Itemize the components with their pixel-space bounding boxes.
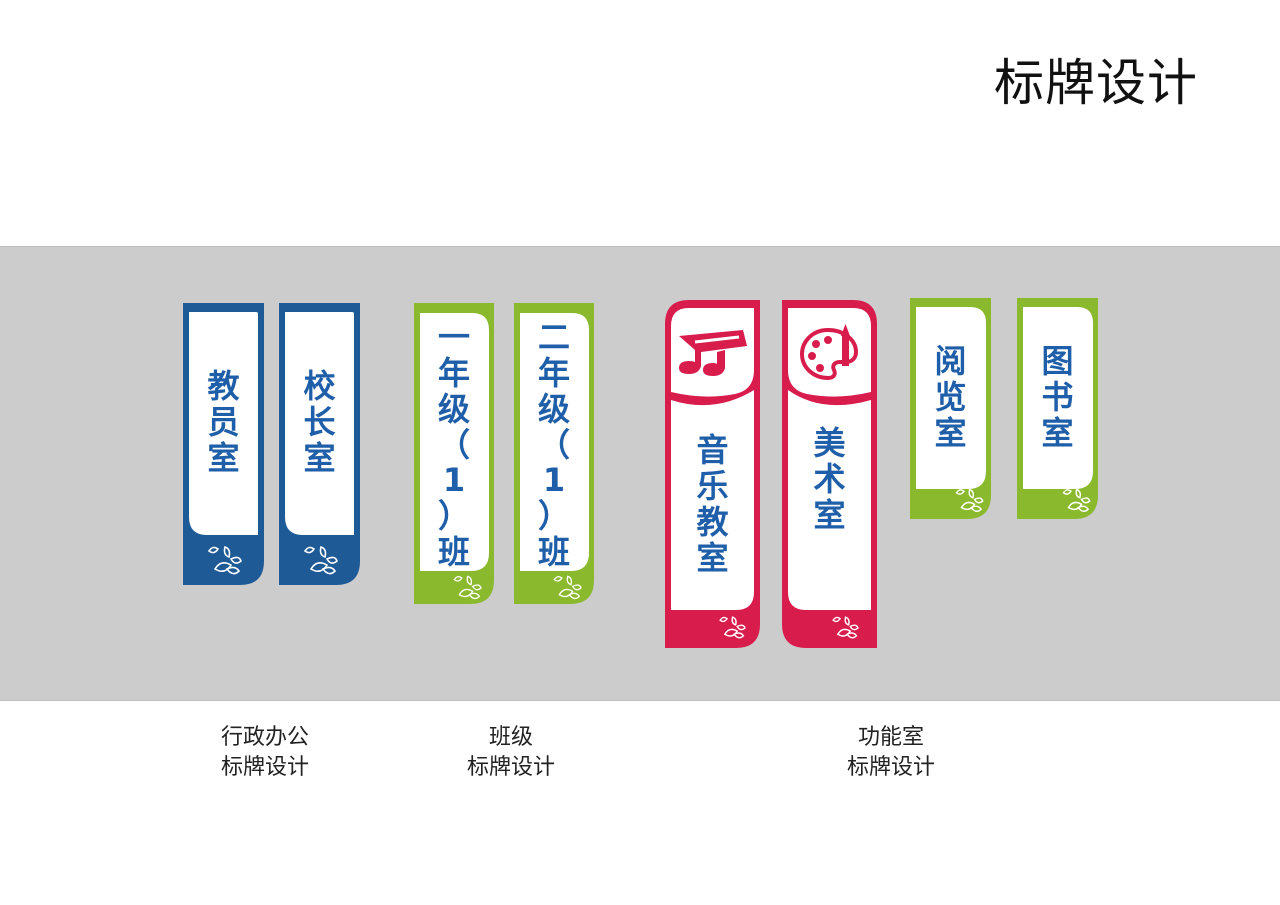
- sign-frame: [183, 303, 264, 585]
- caption-line2: 标牌设计: [846, 754, 935, 780]
- sign-char: 二: [537, 318, 570, 357]
- leaf-icon: [1062, 488, 1091, 512]
- sign-frame: [414, 303, 494, 604]
- sign-char: 室: [207, 438, 240, 477]
- sign-char: 术: [813, 460, 846, 499]
- sign-text: 美术室: [782, 410, 877, 550]
- sign-char: 1: [442, 461, 466, 500]
- sign-grade1-class1: 一年级（1）班: [414, 303, 494, 604]
- sign-teachers-office: 教员室: [183, 303, 264, 585]
- sign-char: 览: [934, 378, 967, 417]
- sign-char: 班: [437, 533, 470, 572]
- sign-char: 室: [303, 438, 336, 477]
- sign-char: 室: [1041, 413, 1074, 452]
- sign-char: 美: [813, 424, 846, 463]
- sign-char: 室: [696, 538, 729, 577]
- page-title: 标牌设计: [994, 54, 1198, 112]
- caption-function: 功能室 标牌设计: [791, 723, 991, 782]
- sign-frame: [782, 300, 877, 648]
- caption-line2: 标牌设计: [466, 754, 555, 780]
- sign-frame: [910, 298, 991, 519]
- sign-char: 书: [1041, 378, 1074, 417]
- sign-frame: [1017, 298, 1098, 519]
- caption-line1: 行政办公: [220, 725, 309, 750]
- leaf-icon: [207, 545, 242, 575]
- sign-char: 级: [537, 389, 570, 428]
- sign-char: 教: [696, 503, 729, 541]
- sign-char: 阅: [934, 342, 967, 381]
- sign-text: 一年级（1）班: [414, 318, 494, 572]
- sign-char: 长: [303, 403, 336, 442]
- caption-line1: 班级: [488, 725, 533, 750]
- sign-text: 二年级（1）班: [514, 318, 594, 572]
- sign-char: 年: [537, 353, 570, 392]
- palette-icon: [799, 324, 859, 381]
- sign-char: 音: [696, 431, 729, 470]
- sign-char: 年: [437, 353, 470, 392]
- sign-text: 音乐教室: [665, 410, 760, 600]
- sign-library: 图书室: [1017, 298, 1098, 519]
- sign-char: 级: [437, 389, 470, 428]
- sign-char: ）: [537, 497, 570, 536]
- sign-principal-office: 校长室: [279, 303, 360, 585]
- sign-char: 班: [537, 533, 570, 572]
- sign-text: 教员室: [183, 343, 264, 503]
- sign-reading-room: 阅览室: [910, 298, 991, 519]
- sign-char: 乐: [696, 467, 729, 506]
- leaf-icon: [832, 616, 859, 639]
- leaf-icon: [303, 545, 338, 575]
- sign-frame: [279, 303, 360, 585]
- leaf-icon: [719, 616, 746, 639]
- sign-char: 1: [542, 461, 566, 500]
- caption-class: 班级 标牌设计: [411, 723, 611, 782]
- caption-line1: 功能室: [857, 725, 924, 750]
- sign-char: 室: [934, 413, 967, 452]
- sign-text: 校长室: [279, 343, 360, 503]
- sign-char: 校: [303, 367, 336, 406]
- sign-text: 图书室: [1017, 318, 1098, 478]
- sign-char: ）: [437, 497, 470, 536]
- sign-music-room: 音乐教室: [665, 300, 760, 648]
- caption-line2: 标牌设计: [220, 754, 309, 780]
- caption-admin: 行政办公 标牌设计: [165, 723, 365, 782]
- leaf-icon: [955, 488, 984, 512]
- music-note-icon: [679, 330, 747, 376]
- sign-char: （: [537, 425, 570, 464]
- sign-text: 阅览室: [910, 318, 991, 478]
- sign-char: 室: [813, 495, 846, 534]
- sign-char: 员: [207, 403, 240, 442]
- leaf-icon: [453, 575, 482, 600]
- sign-grade2-class1: 二年级（1）班: [514, 303, 594, 604]
- leaf-icon: [553, 575, 582, 600]
- sign-frame: [514, 303, 594, 604]
- sign-char: 一: [437, 318, 470, 357]
- sign-char: （: [437, 425, 470, 464]
- sign-frame: [665, 300, 760, 648]
- sign-char: 教: [207, 367, 240, 406]
- sign-char: 图: [1041, 342, 1074, 381]
- sign-art-room: 美术室: [782, 300, 877, 648]
